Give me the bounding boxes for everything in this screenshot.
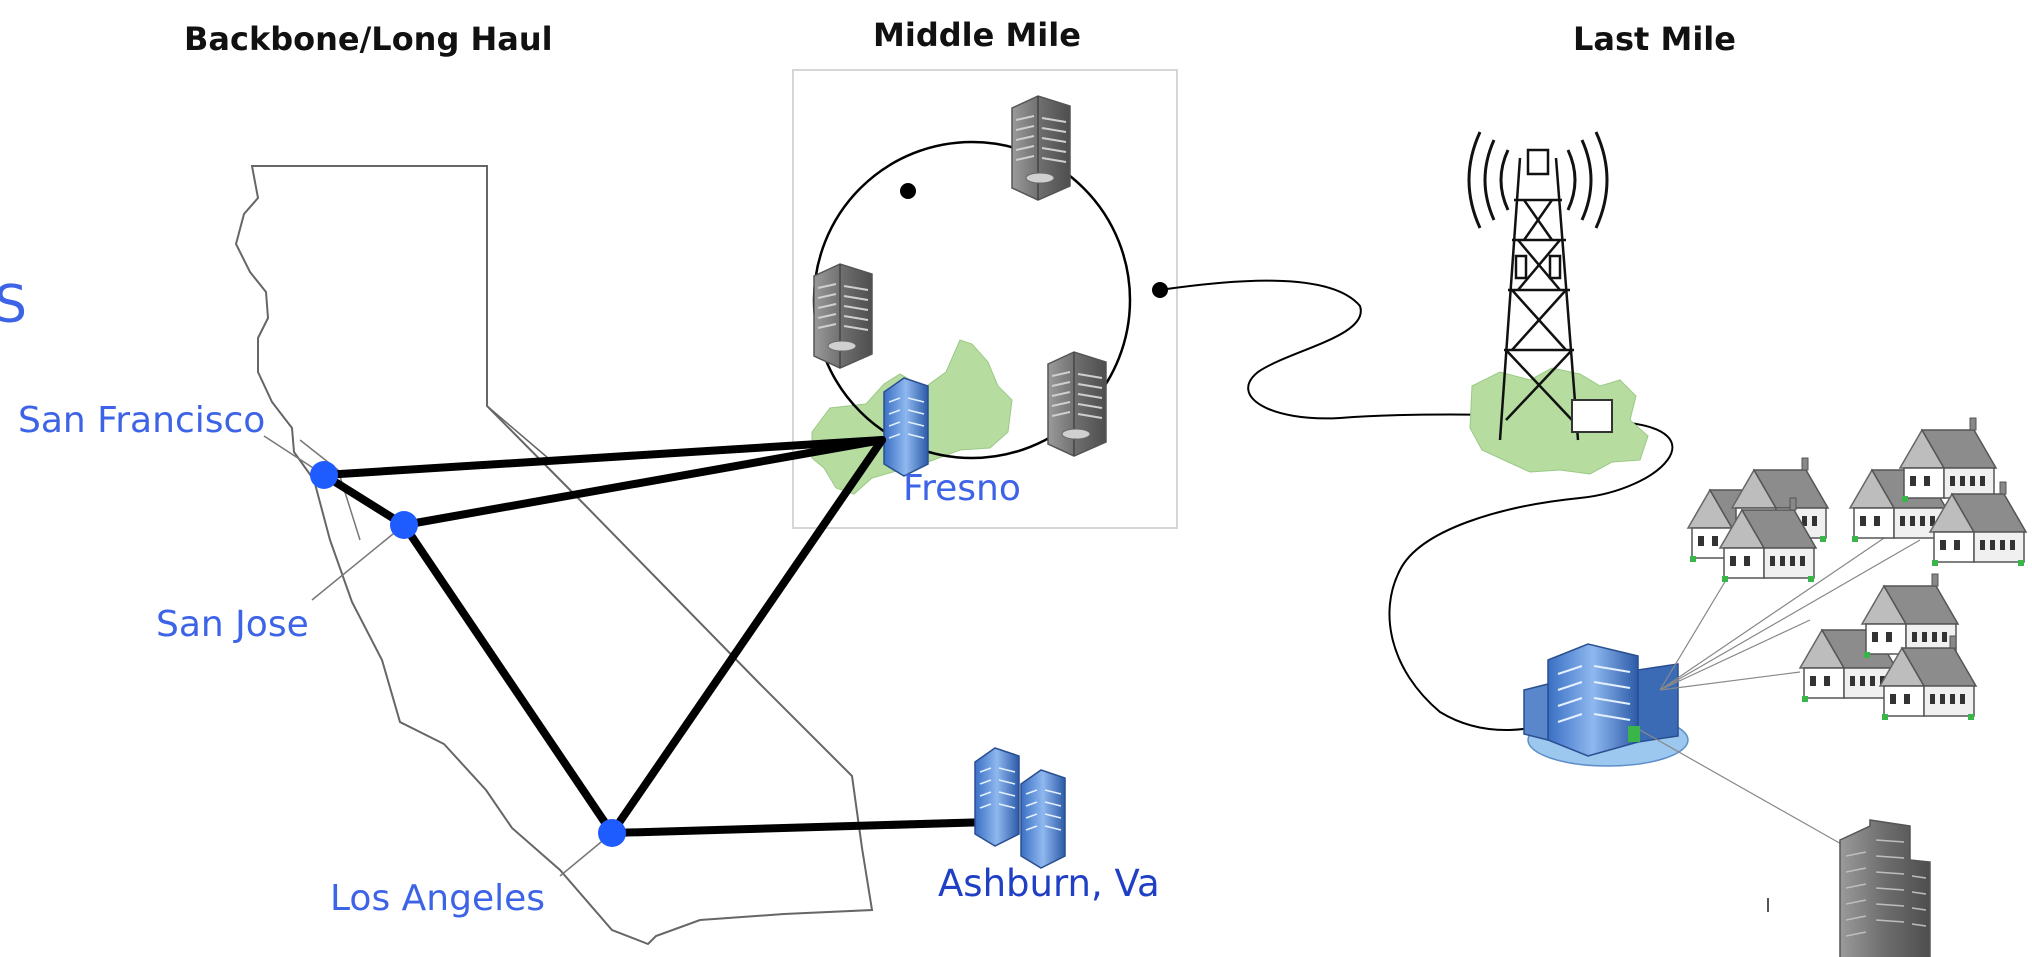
cell-tower-icon bbox=[1498, 148, 1580, 441]
access-links bbox=[1639, 533, 1921, 867]
los-angeles-label: Los Angeles bbox=[330, 878, 545, 919]
middle-mile-heading: Middle Mile bbox=[873, 16, 1081, 54]
data-center-icon bbox=[813, 263, 873, 369]
backbone-heading: Backbone/Long Haul bbox=[184, 20, 553, 58]
coast-detail-line bbox=[299, 439, 361, 541]
radio-waves-icon bbox=[1467, 131, 1609, 229]
last-mile-heading: Last Mile bbox=[1573, 20, 1736, 58]
california-outline bbox=[234, 165, 874, 946]
cropped-letter: S bbox=[0, 275, 27, 335]
label-leaders bbox=[263, 435, 613, 877]
coverage-region bbox=[1469, 367, 1649, 475]
backbone-links bbox=[320, 436, 994, 837]
house-icon bbox=[1899, 417, 1997, 503]
data-center-icon bbox=[1047, 351, 1107, 457]
middle-mile-box bbox=[792, 69, 1178, 529]
ring-node-top bbox=[900, 183, 916, 199]
san-francisco-node bbox=[310, 461, 338, 489]
ashburn-label: Ashburn, Va bbox=[938, 862, 1160, 905]
office-building-icon bbox=[1839, 819, 1931, 957]
house-icon bbox=[1861, 573, 1959, 659]
fresno-label: Fresno bbox=[903, 468, 1021, 509]
san-jose-node bbox=[390, 511, 418, 539]
tower-cabinet bbox=[1571, 399, 1613, 433]
san-francisco-label: San Francisco bbox=[18, 400, 265, 441]
central-office-icon bbox=[1523, 643, 1689, 767]
office-building-icon bbox=[883, 377, 929, 477]
data-center-icon bbox=[974, 747, 1066, 869]
state-boundary-line bbox=[486, 405, 549, 459]
san-jose-label: San Jose bbox=[156, 604, 309, 645]
data-center-icon bbox=[1011, 95, 1071, 201]
los-angeles-node bbox=[598, 819, 626, 847]
